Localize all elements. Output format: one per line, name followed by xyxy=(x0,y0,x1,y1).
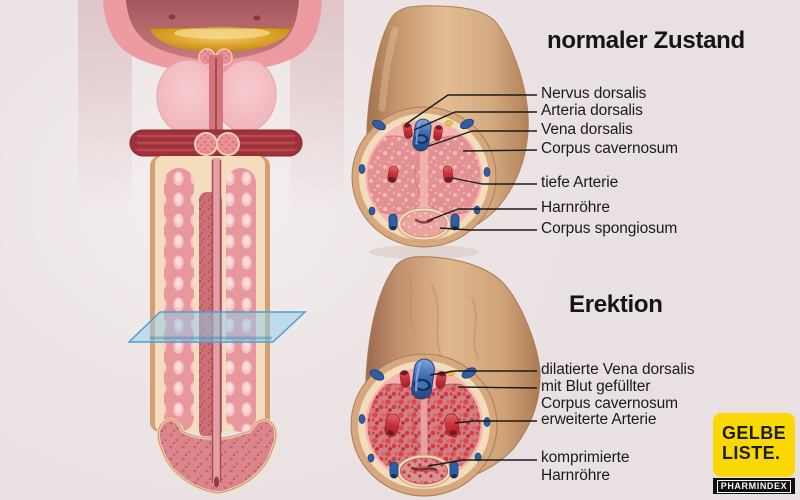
cut-face-erect xyxy=(350,353,498,497)
dorsal-artery-right xyxy=(433,125,443,141)
shadow-under-face xyxy=(369,245,479,259)
dorsal-nerve-right xyxy=(445,120,453,126)
circumflex-veins xyxy=(389,461,459,479)
section-plane xyxy=(127,311,307,343)
label-dilatierte-vena-dorsalis: dilatierte Vena dorsalis xyxy=(541,361,695,378)
dorsal-vein-dilated xyxy=(411,358,435,400)
corpus-cavernosum-column-right xyxy=(226,168,256,432)
urethra-compressed-slit xyxy=(410,466,438,472)
cross-section-normal xyxy=(351,5,529,259)
title-erection: Erektion xyxy=(569,291,663,318)
label-corpus-cavernosum: Corpus cavernosum xyxy=(541,140,678,157)
dorsal-artery-left xyxy=(403,123,413,139)
corpus-spongiosum xyxy=(400,210,448,238)
leader-harnroehre xyxy=(426,208,537,222)
title-normal-state: normaler Zustand xyxy=(547,27,745,54)
label-arteria-dorsalis: Arteria dorsalis xyxy=(541,102,643,119)
label-tiefe-arterie: tiefe Arterie xyxy=(541,174,619,191)
gelbe-liste-logo: GELBE LISTE. PHARMINDEX xyxy=(713,413,795,494)
leader-corpus-cavernosum xyxy=(462,149,538,152)
cavernosa-group xyxy=(367,135,481,215)
leader-tiefe-arterie xyxy=(451,177,537,185)
bulbourethral-gland-right xyxy=(216,132,240,156)
urethra-slit xyxy=(414,218,434,224)
dorsal-vein xyxy=(412,118,432,152)
leader-corpus-spongiosum xyxy=(439,227,537,231)
cut-face-normal xyxy=(351,106,497,248)
leader-erweiterte-arterie xyxy=(454,420,537,424)
longitudinal-section-figure xyxy=(78,0,344,495)
bulbourethral-gland-left xyxy=(194,132,218,156)
leader-arteria-dorsalis xyxy=(413,111,537,131)
leader-lines-normal xyxy=(405,94,538,231)
logo-pharmindex-bar: PHARMINDEX xyxy=(713,478,795,494)
label-vena-dorsalis: Vena dorsalis xyxy=(541,121,633,138)
superficial-veins xyxy=(358,118,491,216)
deep-artery-right-dilated xyxy=(444,413,460,437)
label-corpus-spongiosum: Corpus spongiosum xyxy=(541,220,678,237)
dorsal-artery-left xyxy=(399,370,411,388)
urine-highlight xyxy=(174,27,270,39)
logo-word-liste: LISTE. xyxy=(722,443,781,463)
deep-artery-left-dilated xyxy=(384,413,400,437)
leader-gefuellter-cavernosum xyxy=(457,386,538,389)
logo-yellow-box: GELBE LISTE. xyxy=(713,413,795,477)
corpus-cavernosum-column-left xyxy=(164,168,194,432)
leader-lines-erection xyxy=(427,370,538,467)
label-komprimierte: komprimierte xyxy=(541,449,630,466)
label-erweiterte-arterie: erweiterte Arterie xyxy=(541,411,657,428)
leader-nervus-dorsalis xyxy=(405,94,537,125)
label-corpus-cavernosum-erect: Corpus cavernosum xyxy=(541,395,678,412)
septum xyxy=(420,135,428,215)
deep-artery-left xyxy=(387,165,399,183)
label-nervus-dorsalis: Nervus dorsalis xyxy=(541,85,647,102)
ureter-opening-left xyxy=(168,14,176,20)
section-plane-parallelogram xyxy=(127,311,307,343)
urethral-opening xyxy=(214,476,219,488)
septum xyxy=(420,383,428,467)
label-mit-blut-gefuellter: mit Blut gefüllter xyxy=(541,378,651,395)
bladder xyxy=(103,0,322,73)
ureter-opening-right xyxy=(253,15,261,21)
label-harnroehre-komprimiert: Harnröhre xyxy=(541,467,610,484)
leader-komprimierte-harnroehre xyxy=(427,459,537,467)
leader-dilatierte-vena xyxy=(429,370,537,376)
skin-highlight xyxy=(378,26,399,112)
cross-section-erection xyxy=(350,256,541,497)
label-harnroehre: Harnröhre xyxy=(541,199,610,216)
penis-shaft-longitudinal xyxy=(150,156,270,438)
leader-vena-dorsalis xyxy=(428,130,537,147)
logo-pharmindex-text: PHARMINDEX xyxy=(716,479,792,493)
glans-outline xyxy=(157,419,277,494)
pelvic-floor-muscle xyxy=(129,129,303,157)
deep-artery-right xyxy=(442,165,454,183)
logo-word-gelbe: GELBE xyxy=(722,423,787,443)
